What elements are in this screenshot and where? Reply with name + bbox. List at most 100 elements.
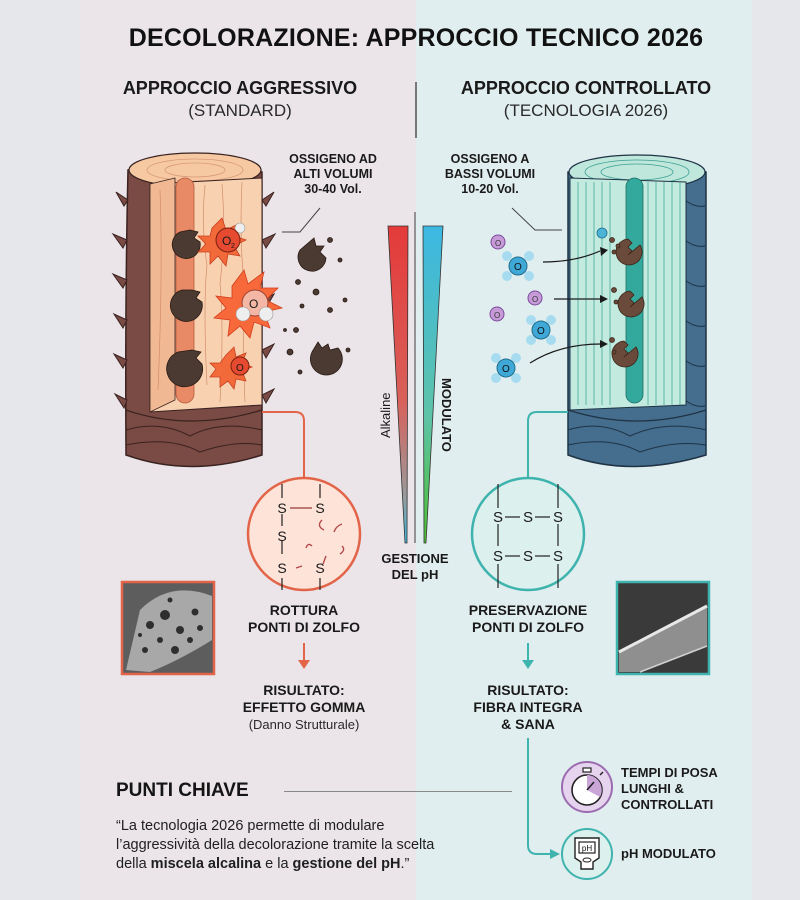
right-result-line-3: & SANA: [501, 716, 555, 732]
svg-text:O: O: [502, 364, 510, 375]
right-column-header: APPROCCIO CONTROLLATO (TECNOLOGIA 2026): [436, 78, 736, 121]
right-subheading: (TECNOLOGIA 2026): [503, 101, 669, 120]
svg-text:S: S: [523, 548, 533, 565]
left-oxygen-line-1: OSSIGENO AD: [289, 152, 377, 166]
left-result-line-2: EFFETTO GOMMA: [242, 699, 366, 715]
right-cortex-fibrils: [577, 182, 681, 405]
right-disulfide-bond-circle: [470, 476, 586, 592]
right-bond-caption: PRESERVAZIONE PONTI DI ZOLFO: [453, 602, 603, 636]
right-result-line-2: FIBRA INTEGRA: [473, 699, 583, 715]
quote-text-3: .”: [400, 856, 410, 872]
left-sem-pores: [138, 597, 203, 654]
right-heading: APPROCCIO CONTROLLATO: [460, 78, 712, 98]
feature-1-line-2: LUNGHI &: [621, 781, 684, 796]
molecule-o-label: O: [236, 363, 244, 374]
right-sem-fiber: [619, 606, 707, 672]
left-connector-line: [262, 411, 305, 480]
left-result-line-1: RISULTATO:: [263, 682, 345, 698]
right-oxygen-line-1: OSSIGENO A: [450, 152, 530, 166]
molecule-blue-3: O: [491, 353, 521, 383]
ph-caption-line-1: GESTIONE: [381, 551, 449, 566]
svg-text:S: S: [277, 560, 286, 576]
column-divider: [415, 82, 417, 138]
key-points-title: PUNTI CHIAVE: [116, 780, 249, 801]
left-oxygen-line-2: ALTI VOLUMI: [293, 167, 373, 181]
ph-meter-display: pH: [582, 844, 592, 853]
quote-text-1: “La tecnologia 2026 permette di modulare…: [116, 818, 435, 872]
right-bond-caption-line-1: PRESERVAZIONE: [468, 602, 588, 618]
left-ejected-debris: [283, 237, 351, 376]
small-oxygen-bubble: [596, 227, 608, 239]
right-result: RISULTATO: FIBRA INTEGRA & SANA: [458, 682, 598, 733]
molecule-o2-label: O: [222, 234, 231, 248]
right-oxygen-line-3: 10-20 Vol.: [461, 182, 519, 196]
key-points-quote: “La tecnologia 2026 permette di modulare…: [116, 817, 456, 874]
right-medulla: [625, 177, 644, 404]
right-oxygen-line-2: BASSI VOLUMI: [444, 167, 536, 181]
right-connector-line: [527, 411, 568, 480]
molecule-o: O: [230, 356, 250, 376]
left-bond-caption: ROTTURA PONTI DI ZOLFO: [234, 602, 374, 636]
left-result-subtitle: (Danno Strutturale): [248, 717, 360, 732]
left-oxygen-leader-line: [282, 207, 321, 233]
right-result-line-1: RISULTATO:: [487, 682, 569, 698]
stopwatch-icon: [561, 761, 613, 813]
feature-1-line-3: CONTROLLATI: [621, 797, 714, 812]
svg-text:S: S: [493, 548, 503, 565]
svg-text:O: O: [537, 326, 545, 337]
ph-meter-icon: pH: [561, 828, 613, 880]
molecule-purple-2: O: [527, 290, 543, 306]
svg-text:S: S: [553, 509, 563, 526]
right-bond-caption-line-2: PONTI DI ZOLFO: [472, 619, 584, 635]
ph-connector-line: [527, 738, 552, 855]
left-bond-caption-line-2: PONTI DI ZOLFO: [248, 619, 360, 635]
broken-bond-fragments: [295, 519, 345, 569]
feature-modulated-ph: pH MODULATO: [621, 846, 741, 862]
molecule-purple-1: O: [490, 234, 506, 250]
svg-text:S: S: [315, 500, 324, 516]
left-column-header: APPROCCIO AGGRESSIVO (STANDARD): [90, 78, 390, 121]
molecule-o2: O 2: [215, 222, 246, 253]
right-melanin-granules: [609, 237, 645, 368]
quote-text-2: e la: [261, 856, 293, 872]
svg-text:S: S: [553, 548, 563, 565]
svg-text:S: S: [315, 560, 324, 576]
feature-2-line-1: pH MODULATO: [621, 846, 716, 861]
svg-text:O: O: [495, 239, 501, 248]
alkaline-gradient-wedge: [387, 225, 409, 544]
left-melanin-granules: [166, 229, 203, 388]
left-broken-bonds: [281, 484, 321, 590]
page-title: DECOLORAZIONE: APPROCCIO TECNICO 2026: [128, 24, 704, 52]
left-disulfide-bond-circle: [246, 476, 362, 592]
svg-text:S: S: [277, 528, 286, 544]
quote-emphasis-alkaline-mix: miscela alcalina: [150, 856, 262, 872]
feature-1-line-1: TEMPI DI POSA: [621, 765, 718, 780]
ph-caption-line-2: DEL pH: [391, 567, 439, 582]
left-bond-caption-line-1: ROTTURA: [269, 602, 339, 618]
molecule-o3: O: [235, 289, 274, 322]
right-oxygen-label: OSSIGENO A BASSI VOLUMI 10-20 Vol.: [440, 152, 540, 197]
quote-emphasis-ph-management: gestione del pH: [292, 856, 401, 872]
left-oxygen-line-3: 30-40 Vol.: [304, 182, 362, 196]
molecule-blue-2: O: [526, 315, 556, 345]
right-oxygen-leader-line: [511, 207, 562, 231]
key-points-rule: [284, 791, 512, 792]
svg-text:2: 2: [231, 243, 235, 250]
right-intact-bonds: [497, 484, 559, 588]
left-heading: APPROCCIO AGGRESSIVO: [122, 78, 358, 98]
svg-text:S: S: [523, 509, 533, 526]
left-oxygen-label: OSSIGENO AD ALTI VOLUMI 30-40 Vol.: [278, 152, 388, 197]
right-oxygen-molecules: O O O O O O: [489, 234, 556, 383]
molecule-blue-1: O: [502, 251, 534, 281]
svg-text:O: O: [514, 262, 522, 273]
right-reaction-arrows: [529, 250, 602, 364]
ph-management-caption: GESTIONE DEL pH: [365, 551, 465, 583]
feature-long-controlled-times: TEMPI DI POSA LUNGHI & CONTROLLATI: [621, 765, 741, 813]
svg-text:O: O: [494, 311, 500, 320]
